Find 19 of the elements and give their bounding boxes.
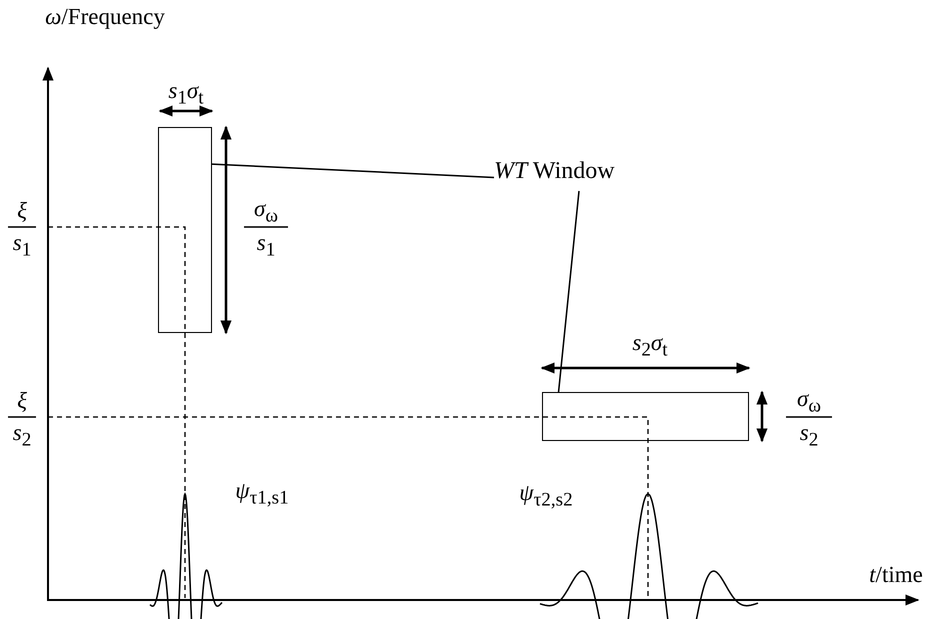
window-rectangle	[158, 127, 212, 333]
wavelet-label: ψ$_{τ1,s1}$	[235, 478, 289, 509]
axis-tick-label: ξ	[17, 388, 27, 414]
dimension-label: σ$_{ω}$	[254, 196, 278, 227]
callout-label: WT Window	[494, 158, 664, 188]
dimension-label: s$_{1}$σ$_{t}$	[168, 78, 204, 109]
axis-tick-label: ξ	[17, 198, 27, 224]
leader-line	[558, 190, 580, 392]
dimension-label: s$_{2}$	[800, 420, 818, 451]
dimension-label: s$_{2}$σ$_{t}$	[632, 330, 668, 361]
axis-title: t/time	[869, 562, 923, 588]
leader-line	[212, 163, 494, 178]
wavelet-label: ψ$_{τ2,s2}$	[519, 480, 573, 511]
axis-tick-label: s$_{2}$	[12, 420, 32, 451]
window-rectangle	[542, 392, 749, 441]
dimension-label: σ$_{ω}$	[797, 386, 821, 417]
axis-tick-label: s$_{1}$	[12, 230, 32, 261]
axis-title: ω/Frequency	[45, 4, 165, 30]
dimension-label: s$_{1}$	[256, 230, 276, 261]
